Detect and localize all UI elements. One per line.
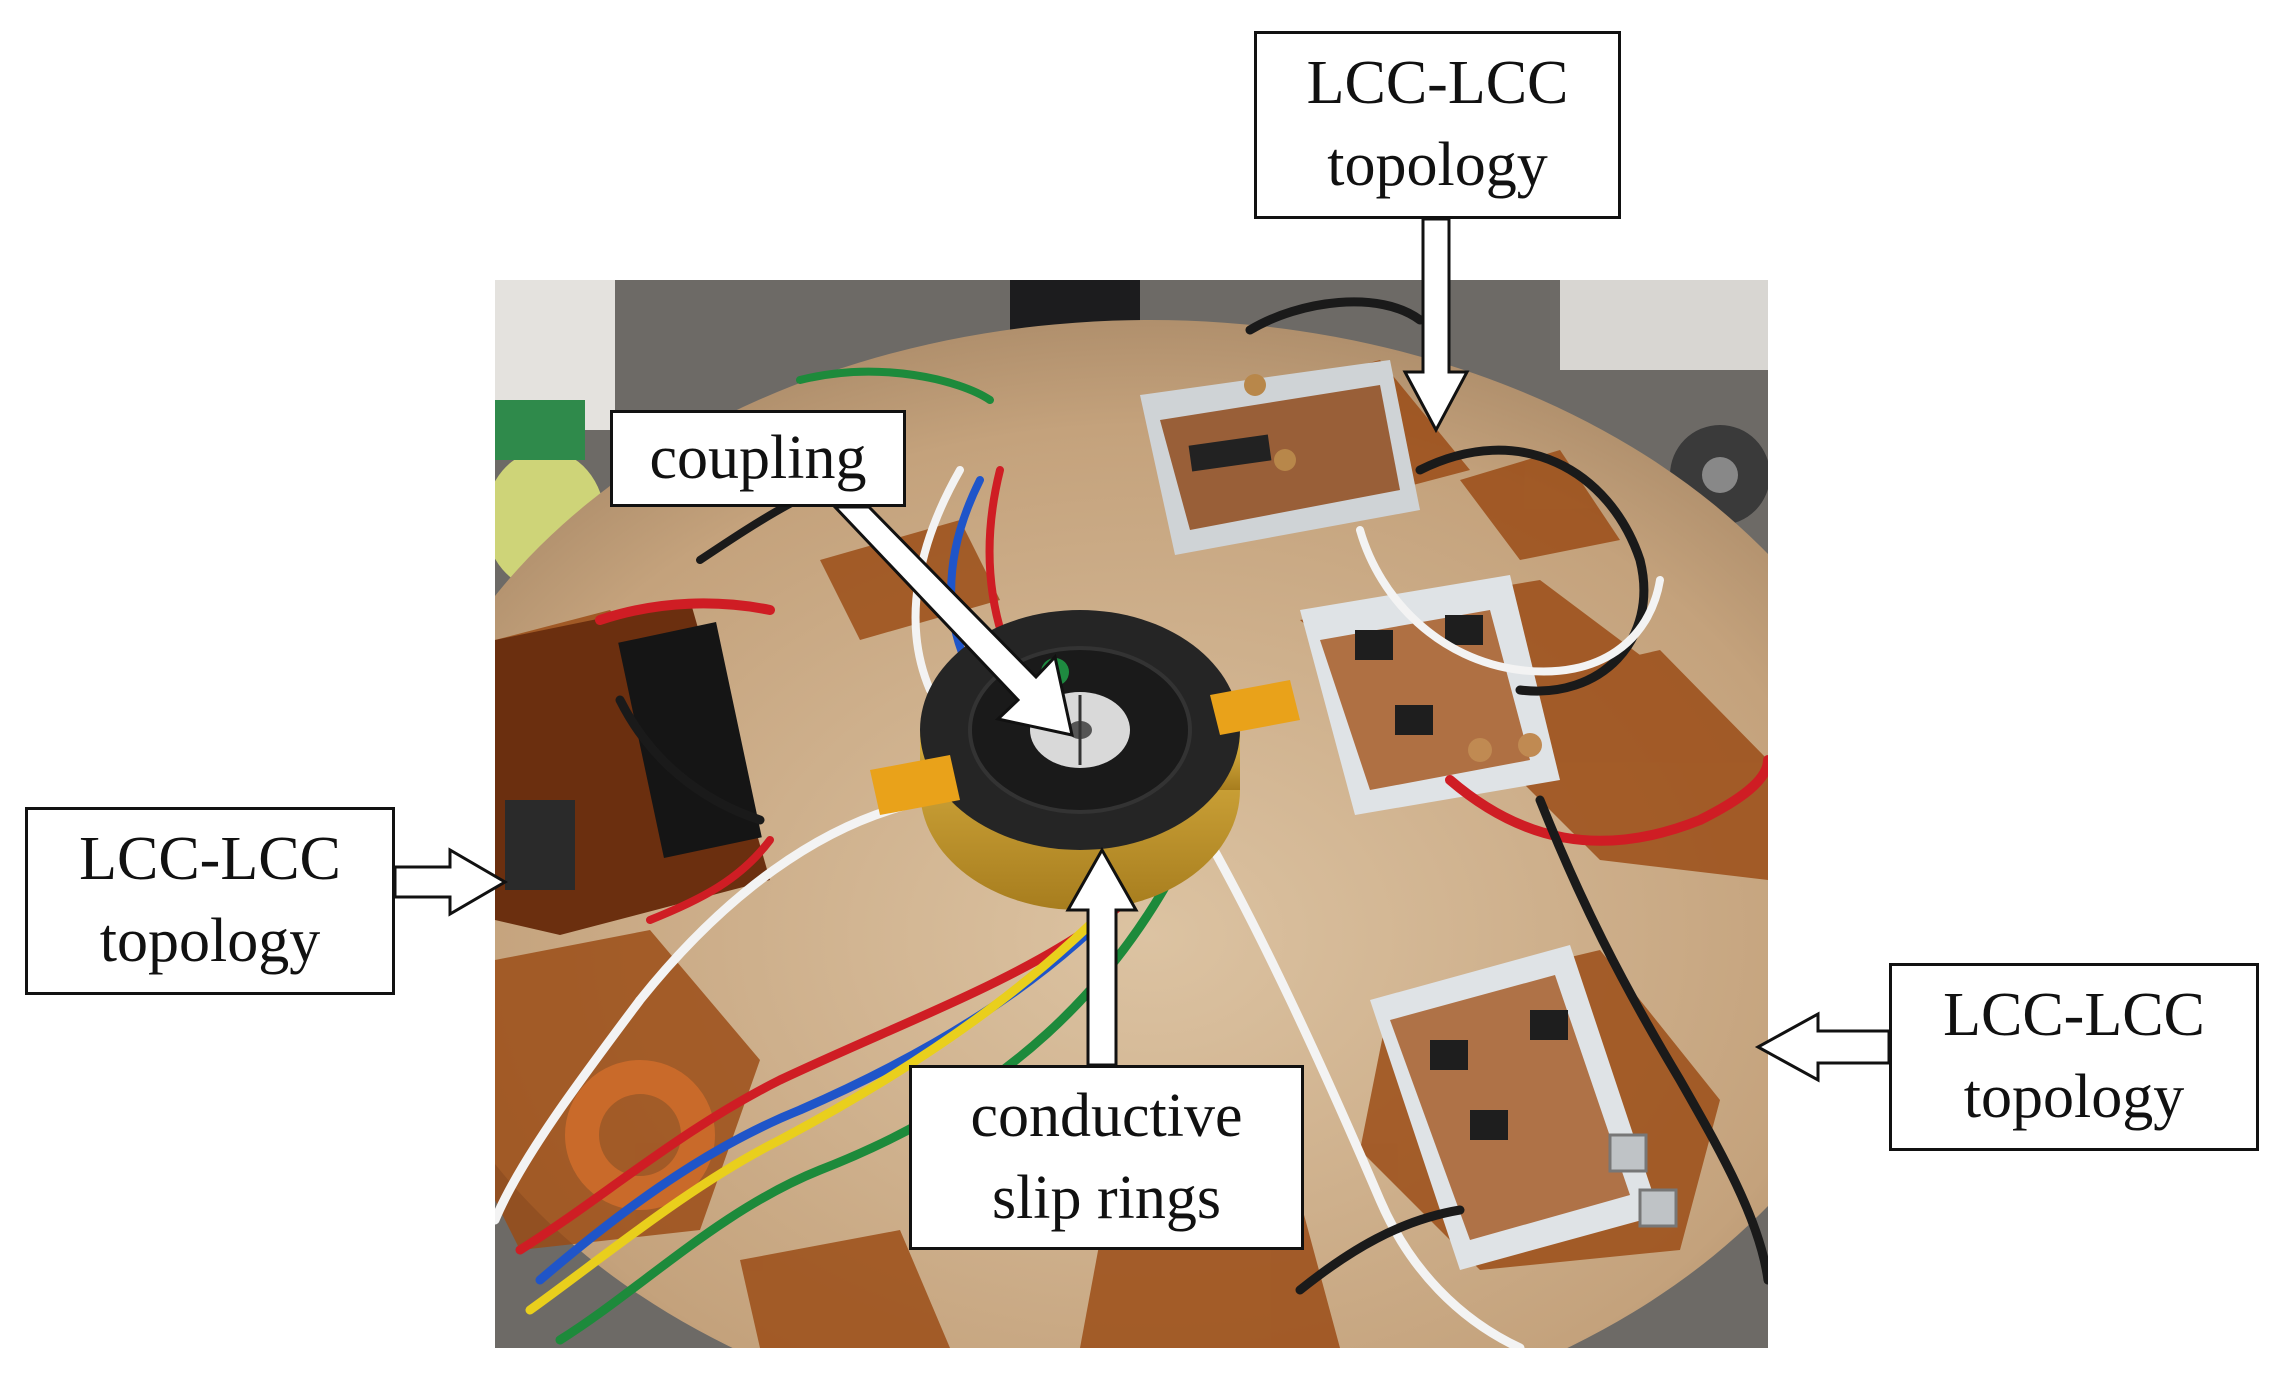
label-topology-left-line2: topology xyxy=(99,907,321,975)
terminal-lug-right xyxy=(1210,680,1300,735)
arrow-right-to-left-board xyxy=(393,847,508,917)
label-slip-rings-line1: conductive xyxy=(970,1081,1243,1150)
arrow-to-coupling xyxy=(831,505,1074,737)
lab-setup-photo xyxy=(495,280,1768,1348)
toroid-inductor xyxy=(565,1060,715,1210)
lab-equipment-right xyxy=(1560,280,1768,370)
label-topology-left: LCC-LCC topology xyxy=(25,807,395,995)
label-topology-right-line2: topology xyxy=(1963,1063,2185,1131)
label-slip-rings-line2: slip rings xyxy=(991,1163,1222,1232)
label-coupling: coupling xyxy=(610,410,906,507)
arrow-left-to-right-board xyxy=(1754,1011,1891,1083)
arrow-down-to-top-board xyxy=(1402,217,1470,434)
label-topology-top: LCC-LCC topology xyxy=(1254,31,1621,219)
pcb-board-bottom-right xyxy=(1370,945,1678,1270)
label-topology-left-line1: LCC-LCC xyxy=(79,825,341,894)
arrow-up-to-slip-ring xyxy=(1065,846,1139,1067)
pcb-board-top xyxy=(1140,360,1420,555)
label-topology-top-line2: topology xyxy=(1327,131,1548,199)
label-slip-rings: conductive slip rings xyxy=(909,1065,1304,1250)
label-topology-top-line1: LCC-LCC xyxy=(1306,49,1569,118)
pcb-board-left xyxy=(495,600,770,935)
label-topology-right-line1: LCC-LCC xyxy=(1943,981,2205,1050)
terminal-lug-left xyxy=(870,755,960,815)
pcb-board-right xyxy=(1300,575,1560,815)
label-coupling-text: coupling xyxy=(649,423,867,492)
label-topology-right: LCC-LCC topology xyxy=(1889,963,2259,1151)
wiring-harness xyxy=(495,297,1768,1348)
